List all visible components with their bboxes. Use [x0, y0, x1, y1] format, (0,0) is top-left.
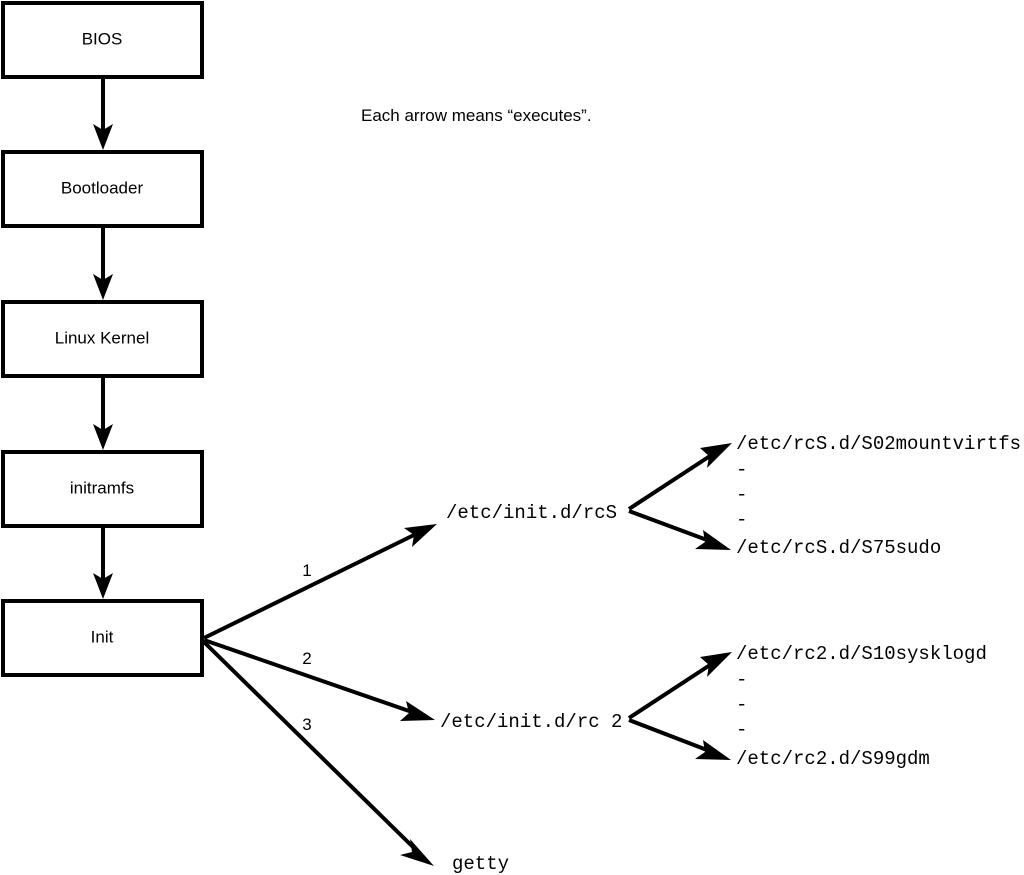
node-label-rcs-first: /etc/rcS.d/S02mountvirtfs — [736, 433, 1021, 455]
node-label-rcs-last: /etc/rcS.d/S75sudo — [736, 537, 941, 559]
rc2-ellipsis-dash-3: - — [736, 719, 747, 741]
arrow-init-to-getty — [202, 640, 434, 866]
arrow-kernel-to-initramfs — [93, 376, 113, 450]
rcs-ellipsis-dash-1: - — [736, 459, 747, 481]
box-initramfs-label: initramfs — [70, 478, 134, 497]
box-bios-label: BIOS — [82, 29, 123, 48]
box-bootloader-label: Bootloader — [61, 178, 144, 197]
edge-number-2: 2 — [302, 649, 311, 668]
node-label-rc2-last: /etc/rc2.d/S99gdm — [736, 748, 930, 770]
arrow-initramfs-to-init — [93, 526, 113, 599]
node-label-rcs: /etc/init.d/rcS — [446, 502, 617, 524]
box-kernel: Linux Kernel — [1, 300, 204, 378]
node-label-rc2-first: /etc/rc2.d/S10sysklogd — [736, 643, 987, 665]
box-init: Init — [1, 599, 204, 677]
box-bios: BIOS — [1, 1, 204, 79]
node-label-rc2: /etc/init.d/rc 2 — [440, 711, 622, 733]
node-label-getty: getty — [452, 853, 509, 875]
arrow-rcs-to-last-script — [628, 509, 731, 550]
diagram-note: Each arrow means “executes”. — [361, 106, 592, 125]
arrow-init-to-rc2 — [203, 638, 435, 721]
rc2-ellipsis-dash-2: - — [736, 694, 747, 716]
edge-number-3: 3 — [302, 715, 311, 734]
arrow-bootloader-to-kernel — [93, 226, 113, 300]
arrow-rcs-to-first-script — [627, 443, 732, 511]
box-initramfs: initramfs — [1, 450, 204, 528]
box-initramfs-rect — [1, 450, 204, 528]
edge-number-1: 1 — [302, 561, 311, 580]
arrow-rc2-to-first-script — [627, 652, 732, 720]
box-bios-rect — [1, 1, 204, 79]
box-kernel-label: Linux Kernel — [55, 328, 150, 347]
rcs-ellipsis-dash-2: - — [736, 484, 747, 506]
rcs-ellipsis-dash-3: - — [736, 509, 747, 531]
rc2-ellipsis-dash-1: - — [736, 669, 747, 691]
arrow-init-to-rcs — [203, 524, 437, 640]
arrow-bios-to-bootloader — [93, 77, 113, 150]
box-bootloader: Bootloader — [1, 150, 204, 228]
box-init-label: Init — [91, 627, 114, 646]
arrow-rc2-to-last-script — [628, 718, 731, 760]
box-init-rect — [1, 599, 204, 677]
